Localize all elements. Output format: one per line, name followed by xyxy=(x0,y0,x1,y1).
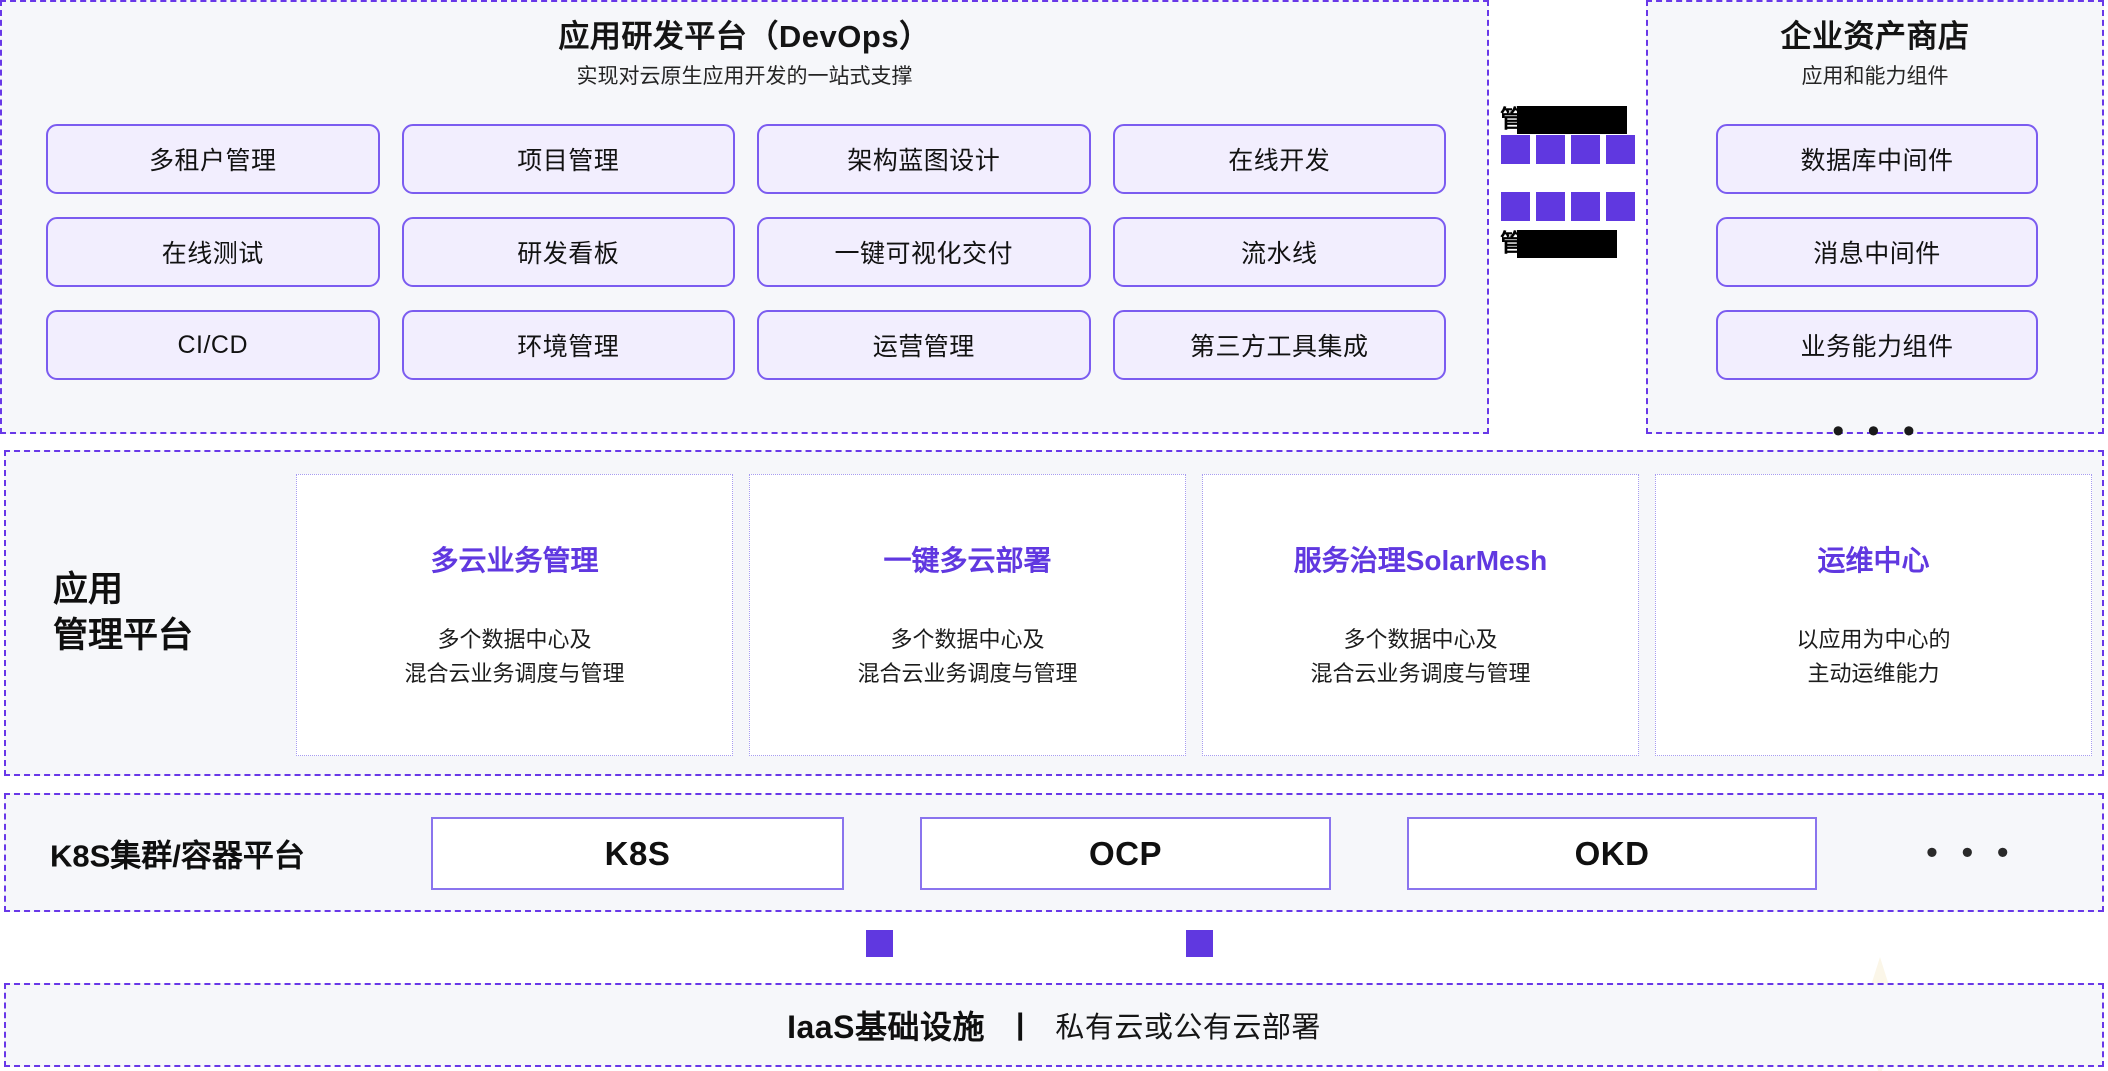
devops-item-architecture-blueprint[interactable]: 架构蓝图设计 xyxy=(757,124,1091,194)
redaction-bar-bottom xyxy=(1517,230,1617,258)
card-description: 多个数据中心及 混合云业务调度与管理 xyxy=(857,626,1078,686)
devops-capability-grid: 多租户管理 项目管理 架构蓝图设计 在线开发 在线测试 研发看板 一键可视化交付… xyxy=(46,124,1446,380)
purple-square-row-bottom xyxy=(1501,192,1635,221)
enterprise-asset-store-panel: 企业资产商店 应用和能力组件 数据库中间件 消息中间件 业务能力组件 • • • xyxy=(1646,0,2104,448)
redacted-visible-glyph-bottom: 管 xyxy=(1500,230,1517,257)
management-card-service-governance-solarmesh[interactable]: 服务治理SolarMesh 多个数据中心及 混合云业务调度与管理 xyxy=(1202,474,1639,756)
redacted-label-top: 管 xyxy=(1500,106,1627,134)
k8s-panel-label: K8S集群/容器平台 xyxy=(50,838,305,873)
purple-square-row-top xyxy=(1501,135,1635,164)
asset-item-database-middleware[interactable]: 数据库中间件 xyxy=(1716,124,2038,194)
devops-item-pipeline[interactable]: 流水线 xyxy=(1112,217,1446,287)
card-description: 多个数据中心及 混合云业务调度与管理 xyxy=(404,626,625,686)
management-card-onekey-multicloud-deploy[interactable]: 一键多云部署 多个数据中心及 混合云业务调度与管理 xyxy=(749,474,1186,756)
asset-store-list: 数据库中间件 消息中间件 业务能力组件 • • • xyxy=(1716,124,2038,450)
k8s-chip-ocp[interactable]: OCP xyxy=(920,817,1331,890)
redacted-label-bottom: 管 xyxy=(1500,230,1617,258)
purple-square xyxy=(1501,192,1530,221)
devops-item-visual-delivery[interactable]: 一键可视化交付 xyxy=(757,217,1091,287)
middle-redacted-column: 管 管 xyxy=(1491,0,1659,434)
management-card-multicloud-business[interactable]: 多云业务管理 多个数据中心及 混合云业务调度与管理 xyxy=(296,474,733,756)
devops-item-dev-kanban[interactable]: 研发看板 xyxy=(401,217,735,287)
card-title: 运维中心 xyxy=(1817,544,1930,576)
asset-item-business-capability[interactable]: 业务能力组件 xyxy=(1716,310,2038,380)
connector-square-right xyxy=(1186,930,1213,957)
top-row: 应用研发平台（DevOps） 实现对云原生应用开发的一站式支撑 多租户管理 项目… xyxy=(0,0,2104,448)
connector-square-left xyxy=(866,930,893,957)
purple-square xyxy=(1571,192,1600,221)
application-management-platform-panel: 应用 管理平台 多云业务管理 多个数据中心及 混合云业务调度与管理 一键多云部署… xyxy=(4,450,2104,776)
iaas-title: IaaS基础设施 xyxy=(787,1009,985,1045)
purple-square xyxy=(1536,192,1565,221)
card-description: 多个数据中心及 混合云业务调度与管理 xyxy=(1310,626,1531,686)
devops-item-ci-cd[interactable]: CI/CD xyxy=(46,310,380,380)
management-platform-label: 应用 管理平台 xyxy=(53,569,194,655)
purple-square xyxy=(1571,135,1600,164)
asset-item-message-middleware[interactable]: 消息中间件 xyxy=(1716,217,2038,287)
devops-item-operations-management[interactable]: 运营管理 xyxy=(757,310,1091,380)
devops-item-project-management[interactable]: 项目管理 xyxy=(401,124,735,194)
devops-panel-subtitle: 实现对云原生应用开发的一站式支撑 xyxy=(576,64,913,88)
devops-item-online-testing[interactable]: 在线测试 xyxy=(46,217,380,287)
management-card-grid: 多云业务管理 多个数据中心及 混合云业务调度与管理 一键多云部署 多个数据中心及… xyxy=(296,474,2092,756)
asset-store-more-ellipsis: • • • xyxy=(1832,412,1922,450)
card-title: 多云业务管理 xyxy=(430,544,599,576)
card-description: 以应用为中心的 主动运维能力 xyxy=(1796,626,1951,686)
purple-square xyxy=(1501,135,1530,164)
devops-item-online-development[interactable]: 在线开发 xyxy=(1112,124,1446,194)
devops-item-environment-management[interactable]: 环境管理 xyxy=(401,310,735,380)
purple-square xyxy=(1606,135,1635,164)
devops-item-multi-tenant[interactable]: 多租户管理 xyxy=(46,124,380,194)
k8s-chip-k8s[interactable]: K8S xyxy=(431,817,844,890)
card-title: 一键多云部署 xyxy=(883,544,1052,576)
iaas-separator: | xyxy=(1015,1008,1025,1041)
asset-store-title: 企业资产商店 xyxy=(1780,19,1970,54)
k8s-chip-okd[interactable]: OKD xyxy=(1407,817,1817,890)
k8s-more-ellipsis: • • • xyxy=(1926,833,2016,871)
k8s-cluster-container-platform-panel: K8S集群/容器平台 K8S OCP OKD • • • xyxy=(4,793,2104,912)
iaas-deployment-text: 私有云或公有云部署 xyxy=(1055,1012,1321,1044)
asset-store-subtitle: 应用和能力组件 xyxy=(1801,64,1949,88)
management-card-operations-center[interactable]: 运维中心 以应用为中心的 主动运维能力 xyxy=(1655,474,2092,756)
devops-platform-panel: 应用研发平台（DevOps） 实现对云原生应用开发的一站式支撑 多租户管理 项目… xyxy=(0,0,1489,434)
iaas-infrastructure-panel: IaaS基础设施 | 私有云或公有云部署 xyxy=(4,983,2104,1067)
redacted-visible-glyph-top: 管 xyxy=(1500,106,1517,133)
purple-square xyxy=(1606,192,1635,221)
iaas-inner-row: IaaS基础设施 | 私有云或公有云部署 xyxy=(787,1002,1321,1048)
redaction-bar-top xyxy=(1517,106,1627,134)
devops-item-third-party-integration[interactable]: 第三方工具集成 xyxy=(1112,310,1446,380)
card-title: 服务治理SolarMesh xyxy=(1293,544,1548,576)
purple-square xyxy=(1536,135,1565,164)
devops-panel-title: 应用研发平台（DevOps） xyxy=(558,19,931,54)
